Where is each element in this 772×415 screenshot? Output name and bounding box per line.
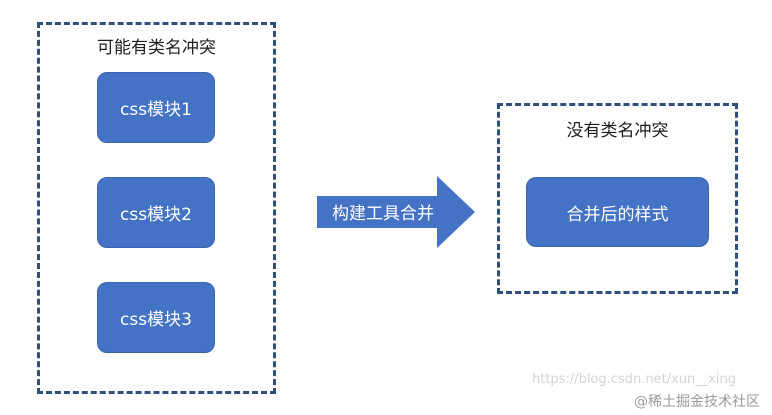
merge-arrow-shape (317, 176, 475, 248)
watermark-url: https://blog.csdn.net/xun__xing (532, 372, 737, 387)
left-group-container: 可能有类名冲突 (37, 22, 276, 394)
merge-arrow-label: 构建工具合并 (332, 204, 434, 224)
merged-style-box: 合并后的样式 (526, 177, 709, 247)
right-group-container: 没有类名冲突 (497, 103, 738, 294)
css-module-1-box: css模块1 (97, 72, 215, 143)
css-module-2-box: css模块2 (97, 177, 215, 248)
right-group-title: 没有类名冲突 (566, 121, 669, 141)
left-group-title: 可能有类名冲突 (97, 38, 216, 58)
merge-arrow-icon (317, 176, 475, 248)
watermark-site: @稀土掘金技术社区 (634, 394, 760, 410)
css-module-3-box: css模块3 (97, 282, 215, 353)
